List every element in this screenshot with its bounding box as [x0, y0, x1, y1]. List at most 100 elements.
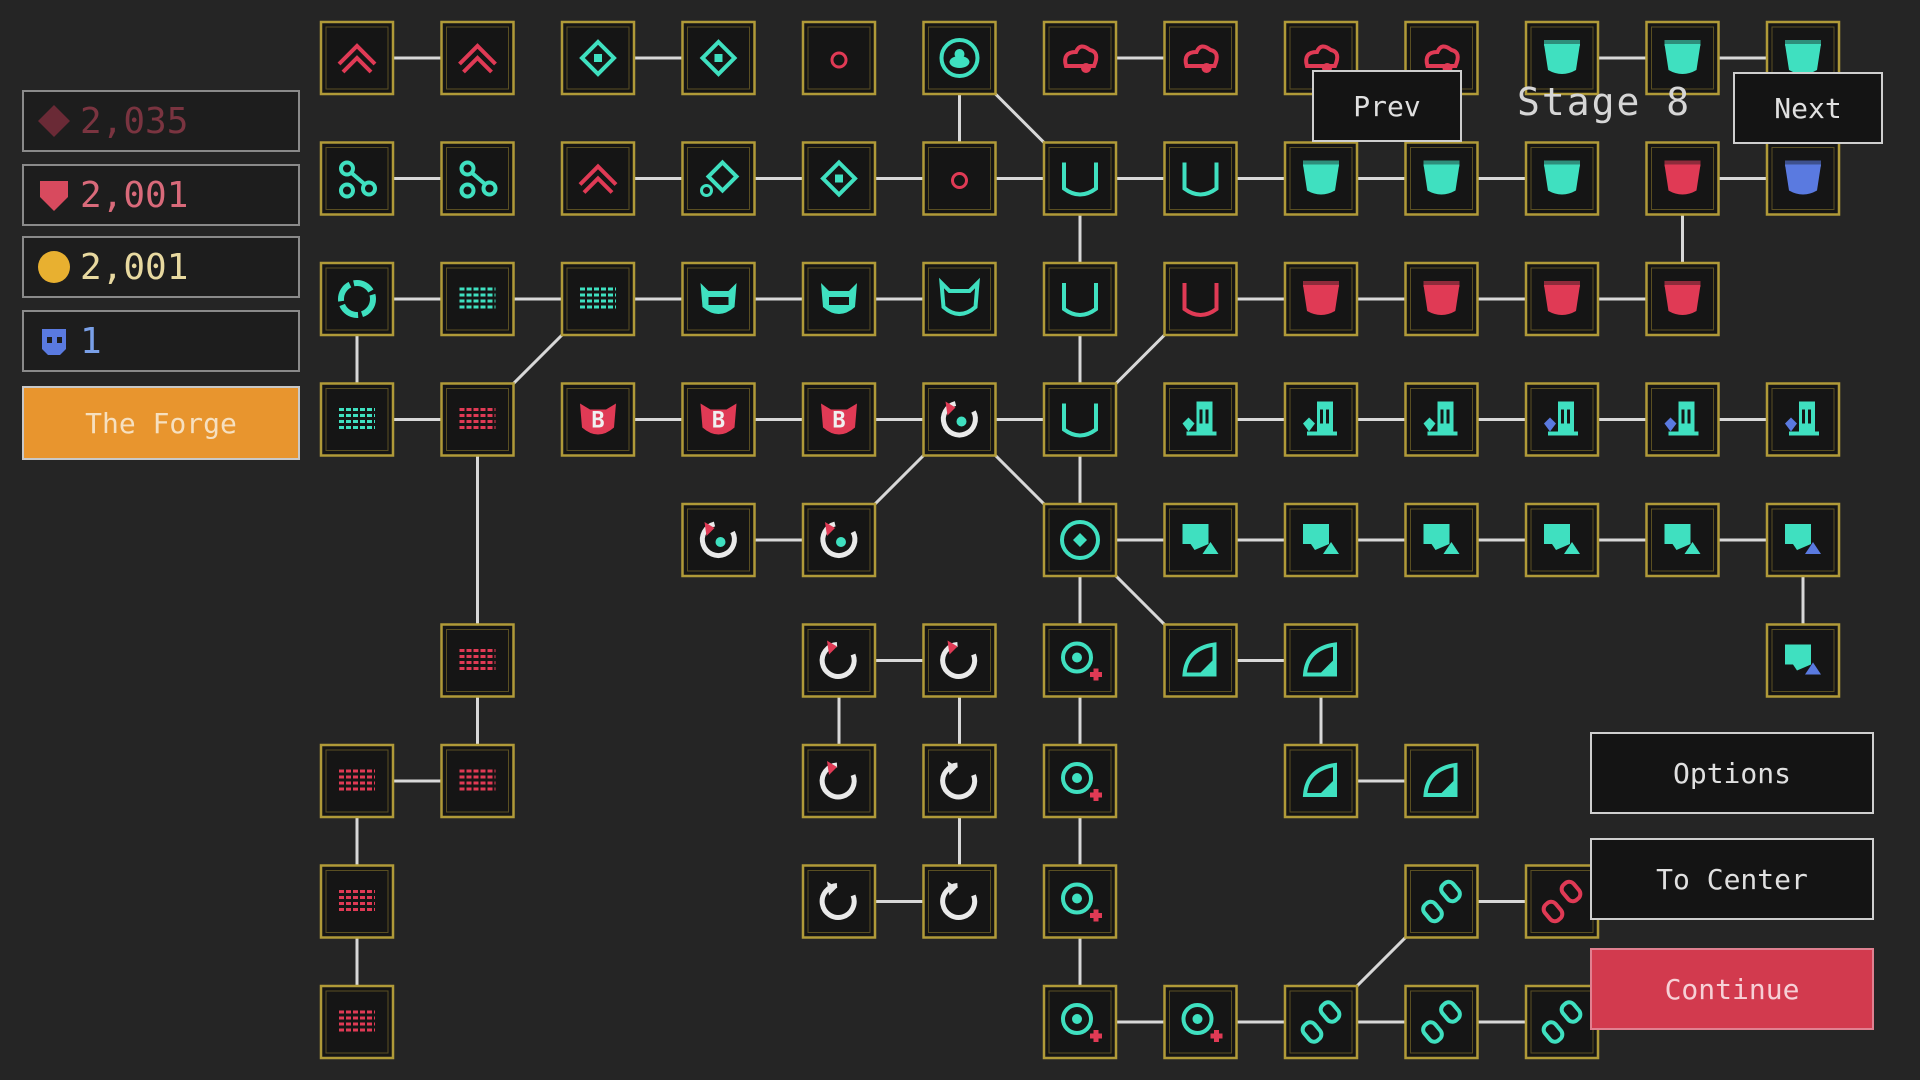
speech-icon [1664, 524, 1701, 554]
skill-node-tower[interactable] [1283, 382, 1359, 457]
skill-node-bricks[interactable] [440, 743, 515, 819]
skill-node-bricks[interactable] [319, 382, 395, 457]
skill-node-cup-outline[interactable] [1163, 141, 1238, 216]
skill-node-cup[interactable] [1645, 20, 1720, 96]
skill-node-ring-small[interactable] [922, 141, 997, 216]
skill-node-bricks[interactable] [440, 261, 515, 337]
skill-node-bricks[interactable] [319, 864, 395, 939]
skill-node-badge-b[interactable]: B [801, 382, 877, 457]
skill-node-chain[interactable] [1404, 864, 1479, 939]
skill-node-search-plus[interactable] [1042, 984, 1118, 1060]
tower-icon [1664, 401, 1699, 436]
skill-node-speech[interactable] [1765, 623, 1841, 698]
skill-node-diamond[interactable] [560, 20, 636, 96]
skill-node-speech[interactable] [1163, 502, 1238, 578]
skill-node-cat[interactable] [681, 261, 756, 337]
skill-node-chevrons-up[interactable] [440, 20, 515, 96]
skill-node-cup[interactable] [1404, 141, 1479, 216]
cup-icon [1544, 40, 1580, 74]
skill-node-cup[interactable] [1283, 141, 1359, 216]
skill-node-center[interactable] [1042, 502, 1118, 578]
skill-node-cup-outline[interactable] [1163, 261, 1238, 337]
search-plus-icon [1181, 1003, 1223, 1042]
skill-node-tower[interactable] [1765, 382, 1841, 457]
skill-node-bricks[interactable] [319, 984, 395, 1060]
skill-node-bricks[interactable] [440, 623, 515, 698]
skill-node-chevrons-up[interactable] [560, 141, 636, 216]
skill-node-bricks[interactable] [319, 743, 395, 819]
skill-node-search-plus[interactable] [1163, 984, 1238, 1060]
skill-node-bricks[interactable] [440, 382, 515, 457]
skill-node-chevrons-up[interactable] [319, 20, 395, 96]
skill-node-cup[interactable] [1645, 141, 1720, 216]
skill-node-refresh[interactable] [922, 864, 997, 939]
skill-node-cup-outline[interactable] [1042, 141, 1118, 216]
skill-node-cup[interactable] [1645, 261, 1720, 337]
diamond-icon [579, 39, 617, 77]
skill-node-speech[interactable] [1404, 502, 1479, 578]
skill-node-refresh[interactable] [801, 623, 877, 698]
skill-node-cloud[interactable] [1163, 20, 1238, 96]
skill-node-tower[interactable] [1163, 382, 1238, 457]
skill-node-ring-small[interactable] [801, 20, 877, 96]
skill-node-chain[interactable] [1404, 984, 1479, 1060]
skill-node-bricks[interactable] [560, 261, 636, 337]
skill-node-cycle[interactable] [681, 502, 756, 578]
the-forge-button[interactable]: The Forge [22, 386, 300, 460]
resource-skull-value: 1 [80, 320, 102, 362]
skill-node-refresh[interactable] [922, 743, 997, 819]
skill-node-arc[interactable] [1404, 743, 1479, 819]
skill-node-arc[interactable] [1163, 623, 1238, 698]
ring-small-icon [951, 172, 968, 189]
skill-node-search-plus[interactable] [1042, 623, 1118, 698]
options-button[interactable]: Options [1590, 732, 1874, 814]
skill-node-speech[interactable] [1765, 502, 1841, 578]
skill-node-bubble-ring[interactable] [922, 20, 997, 96]
skill-node-chain[interactable] [1524, 864, 1600, 939]
skill-node-tower[interactable] [1645, 382, 1720, 457]
skill-node-molecule[interactable] [319, 141, 395, 216]
skill-node-molecule[interactable] [440, 141, 515, 216]
skill-node-speech[interactable] [1524, 502, 1600, 578]
skill-node-tower[interactable] [1524, 382, 1600, 457]
skill-node-cup[interactable] [1765, 141, 1841, 216]
prev-stage-button[interactable]: Prev [1312, 70, 1462, 142]
skill-node-cat-outline[interactable] [922, 261, 997, 337]
skill-node-cup[interactable] [1404, 261, 1479, 337]
skill-node-diamond-link[interactable] [681, 141, 756, 216]
skill-node-tower[interactable] [1404, 382, 1479, 457]
to-center-button[interactable]: To Center [1590, 838, 1874, 920]
skill-node-cycle[interactable] [801, 502, 877, 578]
skill-node-cup[interactable] [1524, 20, 1600, 96]
skill-node-ring[interactable] [319, 261, 395, 337]
skill-node-diamond[interactable] [801, 141, 877, 216]
skill-node-badge-b[interactable]: B [560, 382, 636, 457]
skill-node-speech[interactable] [1645, 502, 1720, 578]
skill-node-arc[interactable] [1283, 623, 1359, 698]
cup-icon [1785, 40, 1821, 74]
skill-node-diamond[interactable] [681, 20, 756, 96]
skill-node-search-plus[interactable] [1042, 864, 1118, 939]
refresh-icon [819, 640, 857, 679]
skill-node-chain[interactable] [1524, 984, 1600, 1060]
skill-node-refresh[interactable] [801, 743, 877, 819]
skill-node-cat[interactable] [801, 261, 877, 337]
continue-button[interactable]: Continue [1590, 948, 1874, 1030]
skill-node-cup-outline[interactable] [1042, 261, 1118, 337]
center-icon [1060, 520, 1100, 560]
skill-node-cup[interactable] [1524, 141, 1600, 216]
skill-node-cloud[interactable] [1042, 20, 1118, 96]
skill-node-search-plus[interactable] [1042, 743, 1118, 819]
skill-node-chain[interactable] [1283, 984, 1359, 1060]
skill-node-refresh[interactable] [801, 864, 877, 939]
skill-node-refresh[interactable] [922, 623, 997, 698]
skill-node-cup-outline[interactable] [1042, 382, 1118, 457]
skill-node-cup[interactable] [1524, 261, 1600, 337]
skill-node-speech[interactable] [1283, 502, 1359, 578]
next-stage-button[interactable]: Next [1733, 72, 1883, 144]
skill-node-cycle[interactable] [922, 382, 997, 457]
skill-node-cup[interactable] [1283, 261, 1359, 337]
skill-node-arc[interactable] [1283, 743, 1359, 819]
resource-gem-value: 2,035 [80, 100, 189, 142]
skill-node-badge-b[interactable]: B [681, 382, 756, 457]
